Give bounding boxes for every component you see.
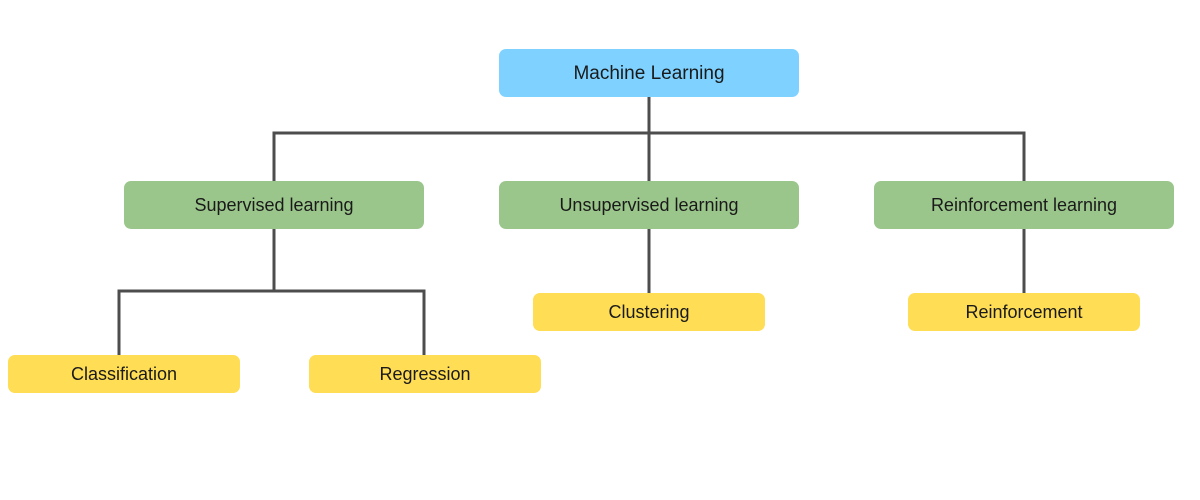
node-classification[interactable]: Classification <box>8 355 240 393</box>
node-reinforcement-learning[interactable]: Reinforcement learning <box>874 181 1174 229</box>
node-machine-learning[interactable]: Machine Learning <box>499 49 799 97</box>
node-unsupervised-learning[interactable]: Unsupervised learning <box>499 181 799 229</box>
node-reinforcement[interactable]: Reinforcement <box>908 293 1140 331</box>
node-label-machine-learning: Machine Learning <box>573 62 725 84</box>
node-supervised-learning[interactable]: Supervised learning <box>124 181 424 229</box>
node-label-regression: Regression <box>379 364 471 384</box>
node-clustering[interactable]: Clustering <box>533 293 765 331</box>
node-label-reinforcement-learning: Reinforcement learning <box>930 195 1118 215</box>
node-label-unsupervised-learning: Unsupervised learning <box>559 195 739 215</box>
node-label-clustering: Clustering <box>608 302 690 322</box>
node-regression[interactable]: Regression <box>309 355 541 393</box>
node-label-classification: Classification <box>70 364 178 384</box>
node-label-supervised-learning: Supervised learning <box>194 195 354 215</box>
node-label-reinforcement: Reinforcement <box>965 302 1083 322</box>
